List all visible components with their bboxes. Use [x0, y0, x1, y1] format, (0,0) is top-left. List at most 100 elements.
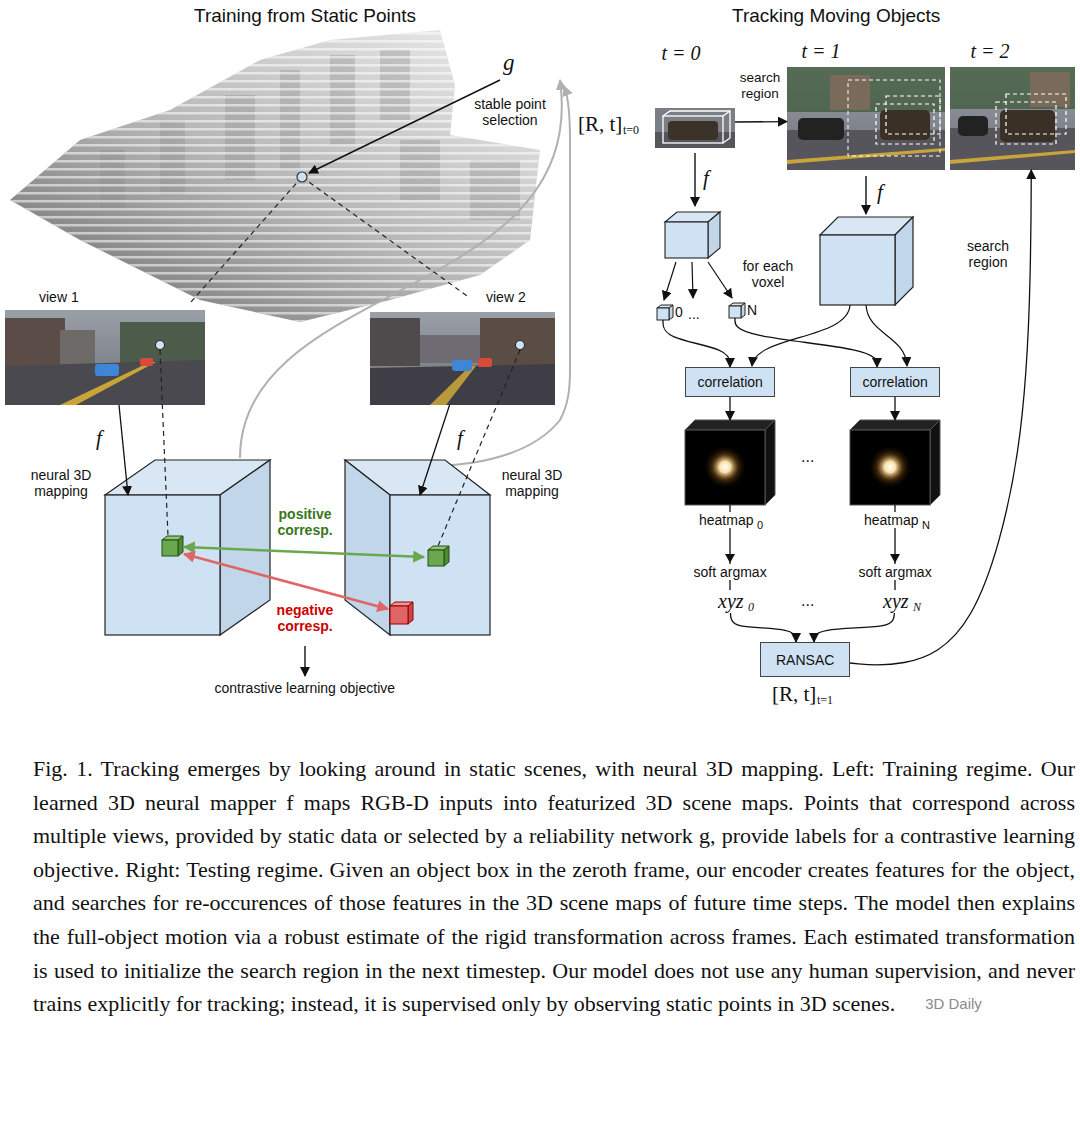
correspondence-arrow: [184, 554, 388, 609]
panel-title: Training from Static Points: [194, 5, 416, 27]
view-label: view 2: [486, 289, 526, 305]
camera-frame-photo: [663, 116, 723, 143]
heatmap-cube: [868, 445, 912, 489]
positive-voxel: [162, 536, 449, 566]
feature-cube: [220, 460, 270, 635]
objective-label: contrastive learning objective: [215, 680, 396, 696]
positive-voxel: [178, 536, 183, 556]
objective-arrow: [305, 646, 306, 676]
process-box: RANSAC: [760, 642, 850, 677]
correspondence-label: negative corresp.: [270, 602, 340, 634]
camera-photo: [156, 341, 165, 350]
watermark: 3D Daily: [925, 995, 982, 1012]
camera-photo: [5, 360, 205, 405]
pose-symbol: [R, t]: [578, 112, 622, 136]
coordinate-subscript: 0: [746, 601, 756, 615]
figure-caption: Fig. 1. Tracking emerges by looking arou…: [33, 752, 1075, 1021]
note-label: stable point selection: [470, 96, 550, 128]
camera-frame-photo: [655, 108, 735, 148]
scene-feature-cube: [820, 217, 913, 305]
projection-line: [160, 350, 520, 546]
camera-frame-photo: [655, 108, 735, 148]
camera-photo: [430, 366, 476, 405]
camera-frame-photo: [1000, 110, 1055, 142]
pose-symbol: [R, t]: [772, 682, 816, 706]
encoder-arrow: [694, 153, 695, 206]
negative-voxel: [408, 602, 413, 624]
connector-arrow: [420, 405, 450, 495]
object-feature-cube: [665, 212, 720, 258]
scene-feature-line: [752, 305, 907, 366]
object-feature-cube: [665, 222, 708, 258]
time-label: t = 2: [971, 40, 1010, 63]
camera-frame-photo: [950, 67, 1075, 170]
camera-photo: [370, 318, 420, 366]
camera-photo: [95, 364, 119, 376]
camera-frame-photo: [880, 110, 930, 140]
voxel-cube: N: [729, 306, 741, 318]
feature-volume: neural 3D mapping: [105, 495, 220, 635]
view-label: view 1: [39, 289, 79, 305]
heatmap-label: heatmap: [697, 512, 755, 528]
camera-frame-photo: [958, 116, 988, 136]
camera-frame-photo: [950, 150, 1075, 164]
function-symbol: g: [503, 50, 515, 76]
camera-photo: [140, 358, 153, 366]
encoder-arrow: [865, 176, 866, 214]
edge-label: search region: [735, 70, 785, 101]
camera-frame-photo: [1030, 72, 1070, 107]
camera-frame-photo: [848, 80, 940, 156]
function-symbol: f: [877, 180, 883, 204]
selection-arrow: [309, 80, 500, 173]
process-label: correlation: [698, 374, 763, 390]
point-cloud: [10, 30, 540, 322]
camera-frame-photo: [950, 67, 1075, 109]
selection-arrow: [309, 80, 500, 173]
camera-frame-photo: [876, 104, 934, 144]
correspondence-label: positive corresp.: [270, 506, 340, 538]
camera-frame: t = 0: [655, 108, 735, 148]
camera-frame-photo: [787, 67, 945, 170]
coordinate-subscript: N: [911, 601, 923, 615]
camera-frame-photo: [787, 67, 945, 112]
scene-feature-line: [752, 305, 850, 366]
scene-feature-cube: [820, 235, 895, 305]
operation-label: soft argmax: [692, 564, 769, 580]
pose-subscript: t=1: [817, 694, 833, 708]
camera-photo: [452, 360, 472, 371]
voxel-index: 0: [675, 304, 683, 320]
time-label: t = 0: [662, 42, 701, 65]
heatmap-cube: [685, 420, 775, 430]
voxel-cube-shape: [741, 303, 745, 318]
function-symbol: f: [703, 166, 709, 190]
ellipsis: ...: [688, 306, 700, 322]
connector-arrow: [119, 405, 128, 495]
objective-arrow: [304, 646, 305, 676]
heatmap-volume: heatmap0: [685, 420, 775, 505]
correspondence-arrow: [184, 547, 424, 557]
camera-view: view 2: [370, 312, 555, 405]
negative-voxel: [390, 606, 408, 624]
ellipsis: ...: [801, 448, 814, 466]
feature-cube: [105, 460, 490, 635]
heatmap-cube: [765, 420, 775, 505]
heatmap-cube: [703, 445, 747, 489]
camera-frame-photo: [798, 118, 844, 140]
camera-frame-photo: [668, 121, 718, 140]
projection-line: [302, 177, 470, 298]
connector-arrow: [850, 170, 1031, 665]
correspondence-arrow: [184, 547, 424, 609]
camera-photo: [60, 362, 156, 405]
scene-feature-cube: [895, 217, 913, 305]
heatmap-label: heatmap: [862, 512, 920, 528]
camera-frame-photo: [950, 67, 1075, 170]
coordinate-symbol: xyz: [881, 590, 911, 613]
connector-arrow: [729, 397, 730, 420]
stable-point: [297, 172, 307, 182]
time-label: t = 1: [802, 40, 841, 63]
voxel-cube-shape: [729, 306, 741, 318]
volume-label: neural 3D mapping: [494, 467, 570, 499]
camera-frame-photo: [723, 111, 730, 116]
